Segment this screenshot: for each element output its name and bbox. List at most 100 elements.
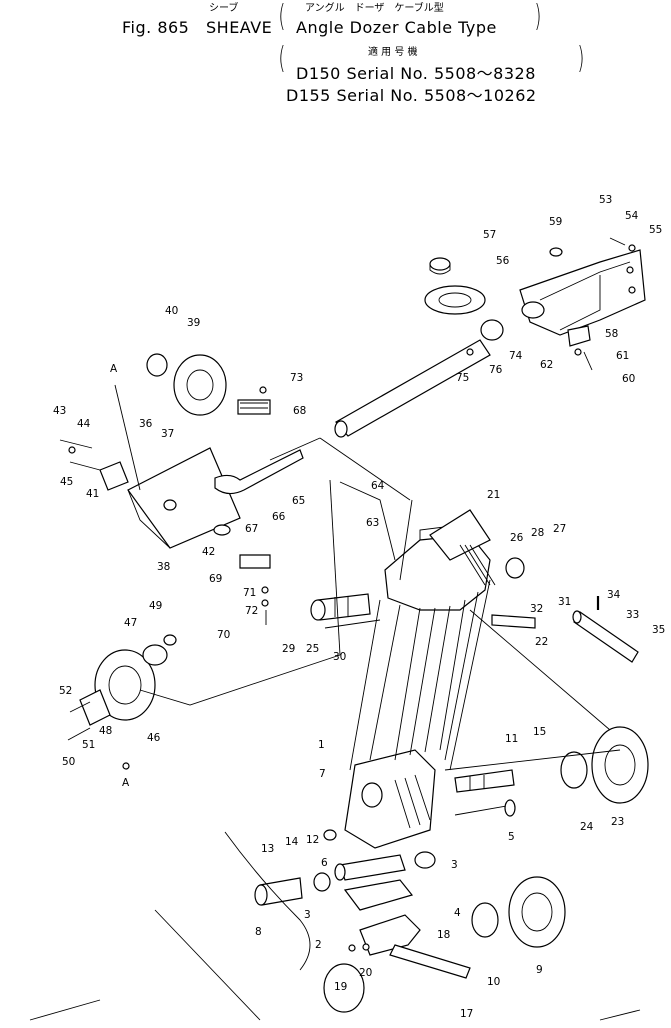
part-label: 23: [611, 816, 624, 828]
part-label: 52: [59, 685, 72, 697]
part-label: 35: [652, 624, 665, 636]
part-label: 18: [437, 929, 450, 941]
part-label: 37: [161, 428, 174, 440]
part-label: 29: [282, 643, 295, 655]
part-label: 73: [290, 372, 303, 384]
part-label: 62: [540, 359, 553, 371]
part-label: 72: [245, 605, 258, 617]
part-label: 7: [319, 768, 326, 780]
part-label: 57: [483, 229, 496, 241]
right-sheaves: [471, 726, 649, 948]
part-label: 40: [165, 305, 178, 317]
part-label: 36: [139, 418, 153, 430]
part-label: 76: [489, 364, 503, 376]
part-label: 50: [62, 756, 75, 768]
part-label: 32: [530, 603, 543, 615]
left-sheave: [67, 634, 177, 770]
part-label: 13: [261, 843, 274, 855]
part-label: 28: [531, 527, 544, 539]
part-label: 44: [77, 418, 91, 430]
part-label: 4: [454, 907, 461, 919]
part-label: 43: [53, 405, 66, 417]
part-label: 70: [217, 629, 230, 641]
part-label: 24: [580, 821, 594, 833]
part-label: 55: [649, 224, 662, 236]
part-label: 6: [321, 857, 328, 869]
part-label: 64: [371, 480, 385, 492]
part-labels: 1 2 3 3 4 5 6 7 8 9 10 11 12 13 14 15 17…: [53, 194, 665, 1020]
part-label: 47: [124, 617, 137, 629]
part-label: 3: [304, 909, 311, 921]
paren-left-2: (: [278, 41, 286, 76]
part-label: 46: [147, 732, 161, 744]
part-label: 45: [60, 476, 73, 488]
figure-title: SHEAVE: [206, 18, 273, 37]
part-label: 41: [86, 488, 99, 500]
part-label: 59: [549, 216, 562, 228]
part-label: 75: [456, 372, 469, 384]
part-label: 58: [605, 328, 618, 340]
part-label: 69: [209, 573, 222, 585]
part-label: 60: [622, 373, 635, 385]
part-label: 71: [243, 587, 256, 599]
part-label: A: [122, 777, 130, 789]
part-label: 10: [487, 976, 500, 988]
part-label: 2: [315, 939, 322, 951]
part-label: 27: [553, 523, 566, 535]
part-label: 31: [558, 596, 571, 608]
part-label: 67: [245, 523, 258, 535]
paren-right-2: ): [577, 41, 585, 76]
part-label: 9: [536, 964, 543, 976]
figure-number: Fig. 865: [122, 18, 190, 37]
paren-right-1: ): [534, 0, 542, 34]
applicable-jp-label: 適 用 号 機: [368, 47, 418, 58]
part-label: 38: [157, 561, 170, 573]
part-label: 68: [293, 405, 306, 417]
cable-lines: [29, 384, 641, 1021]
pins-and-spacers: [310, 557, 639, 817]
left-bracket-assembly: [59, 353, 321, 625]
part-label: 11: [505, 733, 518, 745]
type-label: Angle Dozer Cable Type: [296, 18, 497, 37]
part-label: 66: [272, 511, 286, 523]
part-label: 34: [607, 589, 621, 601]
part-label: 63: [366, 517, 379, 529]
lower-pin-assembly: [224, 829, 471, 1013]
part-label: 8: [255, 926, 262, 938]
part-label: 25: [306, 643, 319, 655]
part-label: 56: [496, 255, 510, 267]
part-label: 21: [487, 489, 500, 501]
part-label: 30: [333, 651, 346, 663]
main-sheave-frame: [339, 481, 496, 849]
part-label: 51: [82, 739, 95, 751]
sheave-jp-label: シーブ: [209, 3, 239, 14]
part-label: 20: [359, 967, 372, 979]
part-label: 1: [318, 739, 325, 751]
part-label: 61: [616, 350, 629, 362]
part-label: 22: [535, 636, 548, 648]
paren-left-1: (: [278, 0, 286, 34]
part-label: 49: [149, 600, 162, 612]
serial-d155: D155 Serial No. 5508～10262: [286, 86, 537, 105]
part-label: 5: [508, 831, 515, 843]
part-label: 42: [202, 546, 215, 558]
part-label: 14: [285, 836, 299, 848]
part-label: 33: [626, 609, 639, 621]
part-label: 74: [509, 350, 523, 362]
part-label: A: [110, 363, 118, 375]
upper-bracket-assembly: [334, 237, 646, 438]
part-label: 48: [99, 725, 112, 737]
part-label: 19: [334, 981, 347, 993]
type-jp-label: アングル ドーザ ケーブル型: [305, 3, 444, 14]
part-label: 39: [187, 317, 200, 329]
part-label: 65: [292, 495, 305, 507]
part-label: 17: [460, 1008, 473, 1020]
part-label: 15: [533, 726, 546, 738]
part-label: 53: [599, 194, 612, 206]
part-label: 26: [510, 532, 524, 544]
part-label: 54: [625, 210, 639, 222]
serial-d150: D150 Serial No. 5508～8328: [296, 64, 536, 83]
part-label: 3: [451, 859, 458, 871]
part-label: 12: [306, 834, 319, 846]
